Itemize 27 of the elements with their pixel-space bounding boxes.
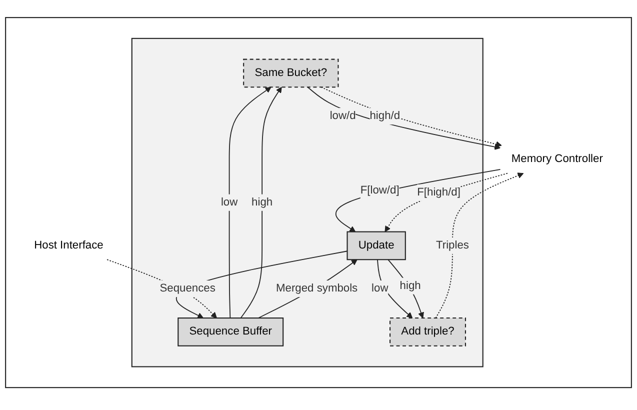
edge-label: high (252, 196, 273, 209)
edge-label: Sequences (160, 282, 216, 295)
edge-label: high/d (370, 110, 400, 122)
node-box: Same Bucket? (243, 59, 339, 88)
node-box: Add triple? (390, 318, 466, 347)
edge-label: low (372, 282, 388, 295)
cluster (131, 38, 484, 368)
arrow (384, 173, 508, 232)
arrow (106, 260, 217, 319)
edge-label: low (220, 196, 238, 209)
arrow (228, 87, 272, 319)
arrow (240, 87, 282, 319)
cluster (5, 17, 632, 389)
arrow (388, 260, 424, 319)
edge-label: low/d (330, 110, 356, 122)
node-box: Sequence Buffer (178, 318, 284, 347)
node-text: Host Interface (34, 240, 104, 252)
node-box: Update (346, 232, 406, 261)
edge-label: F[low/d] (360, 184, 400, 197)
arrow (435, 173, 524, 319)
edge-label: Merged symbols (276, 282, 358, 295)
arrow (335, 169, 501, 232)
edge-label: F[high/d] (417, 186, 460, 199)
arrow (377, 260, 413, 319)
node-text: Memory Controller (511, 154, 603, 166)
edge-label: high (400, 280, 421, 292)
edge-label: Triples (436, 240, 469, 252)
